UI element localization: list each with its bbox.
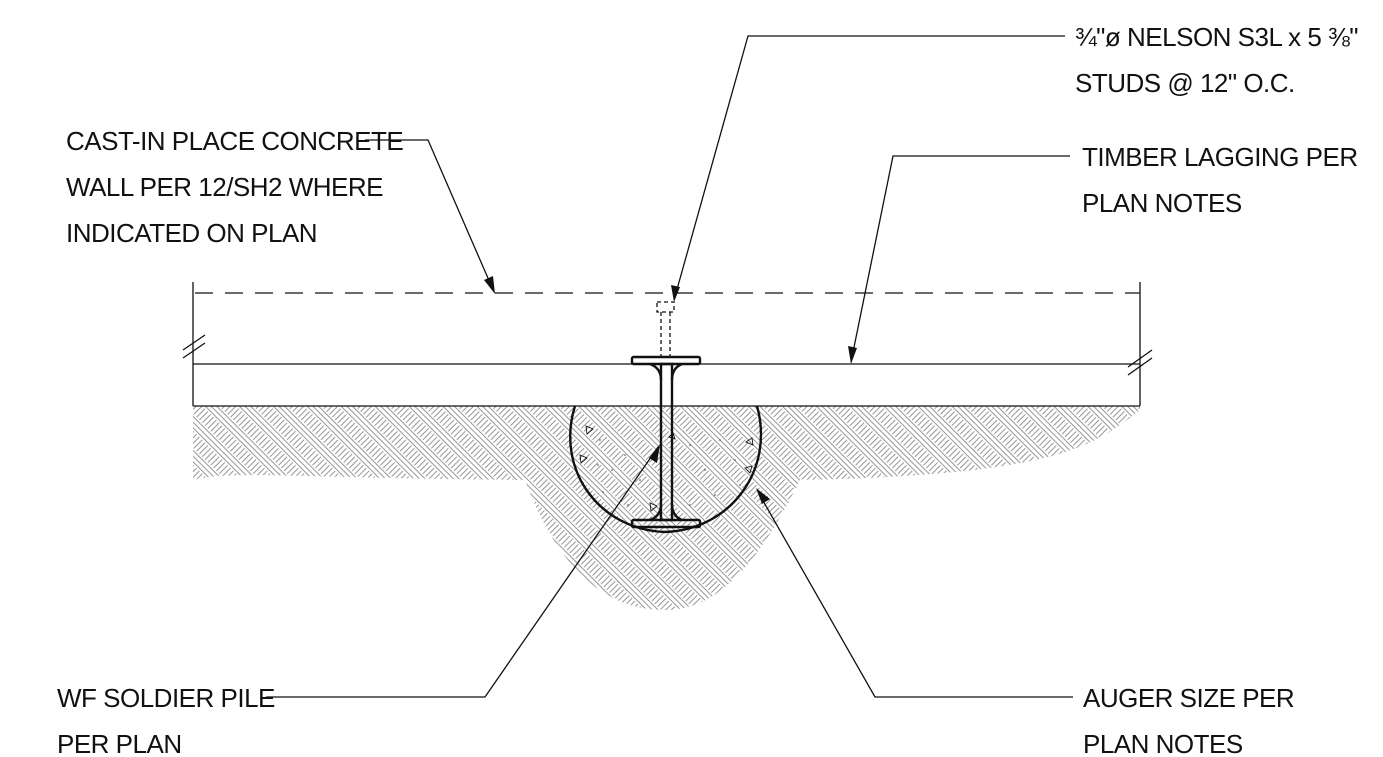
auger-leader [756,488,1073,698]
lagging-label-line1: TIMBER LAGGING PER [1082,142,1358,172]
concrete-speckles [597,439,741,506]
concrete-label-line1: CAST-IN PLACE CONCRETE [66,126,403,156]
right-break-mark [1127,349,1153,376]
nelson-stud [656,301,675,356]
studs-leader [671,35,1065,302]
concrete-label-line3: INDICATED ON PLAN [66,218,317,248]
concrete-label-line2: WALL PER 12/SH2 WHERE [66,172,383,202]
pile-label-line2: PER PLAN [57,729,182,757]
studs-label-line2: STUDS @ 12" O.C. [1075,68,1295,98]
auger-label-line1: AUGER SIZE PER [1083,683,1294,713]
pile-label-line1: WF SOLDIER PILE [57,683,275,713]
studs-label-line1: ¾"ø NELSON S3L x 5 ⅜" [1075,22,1358,52]
auger-hole-outline [569,405,763,534]
wf-soldier-pile [630,355,702,529]
concrete-aggregate-marks [579,425,754,512]
lagging-leader [848,155,1070,364]
lagging-label-line2: PLAN NOTES [1082,188,1242,218]
auger-label-line2: PLAN NOTES [1083,729,1243,757]
left-break-mark [182,334,206,359]
pile-leader [266,444,660,698]
concrete-leader [365,139,495,294]
